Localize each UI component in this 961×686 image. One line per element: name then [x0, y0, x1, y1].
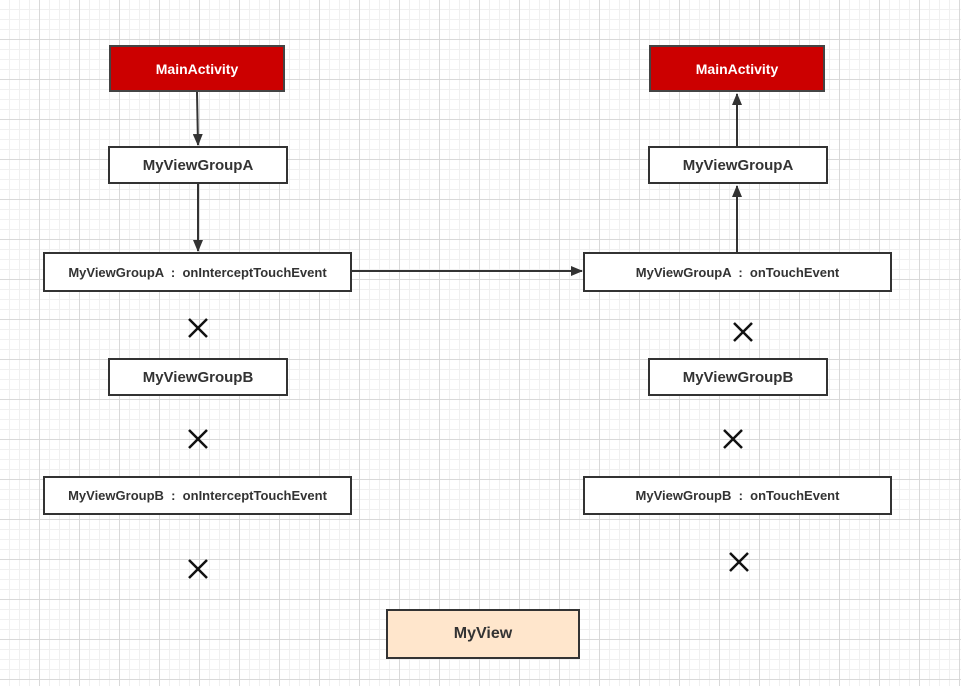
x-cross-icon — [729, 552, 749, 572]
left-view-group-b-box: MyViewGroupB — [108, 358, 288, 396]
left-main-activity-box: MainActivity — [109, 45, 285, 92]
x-cross-icon — [188, 318, 208, 338]
x-cross-icon — [723, 429, 743, 449]
right-view-group-b-touch-box: MyViewGroupB : onTouchEvent — [583, 476, 892, 515]
left-view-group-a-box: MyViewGroupA — [108, 146, 288, 184]
x-cross-icon — [733, 322, 753, 342]
x-cross-icon — [188, 429, 208, 449]
my-view-box: MyView — [386, 609, 580, 659]
right-view-group-a-box: MyViewGroupA — [648, 146, 828, 184]
right-view-group-b-box: MyViewGroupB — [648, 358, 828, 396]
right-view-group-a-touch-box: MyViewGroupA : onTouchEvent — [583, 252, 892, 292]
left-view-group-a-intercept-box: MyViewGroupA : onInterceptTouchEvent — [43, 252, 352, 292]
left-view-group-b-intercept-box: MyViewGroupB : onInterceptTouchEvent — [43, 476, 352, 515]
arrow-left-activity-to-groupa — [192, 91, 203, 146]
right-main-activity-box: MainActivity — [649, 45, 825, 92]
x-cross-icon — [188, 559, 208, 579]
